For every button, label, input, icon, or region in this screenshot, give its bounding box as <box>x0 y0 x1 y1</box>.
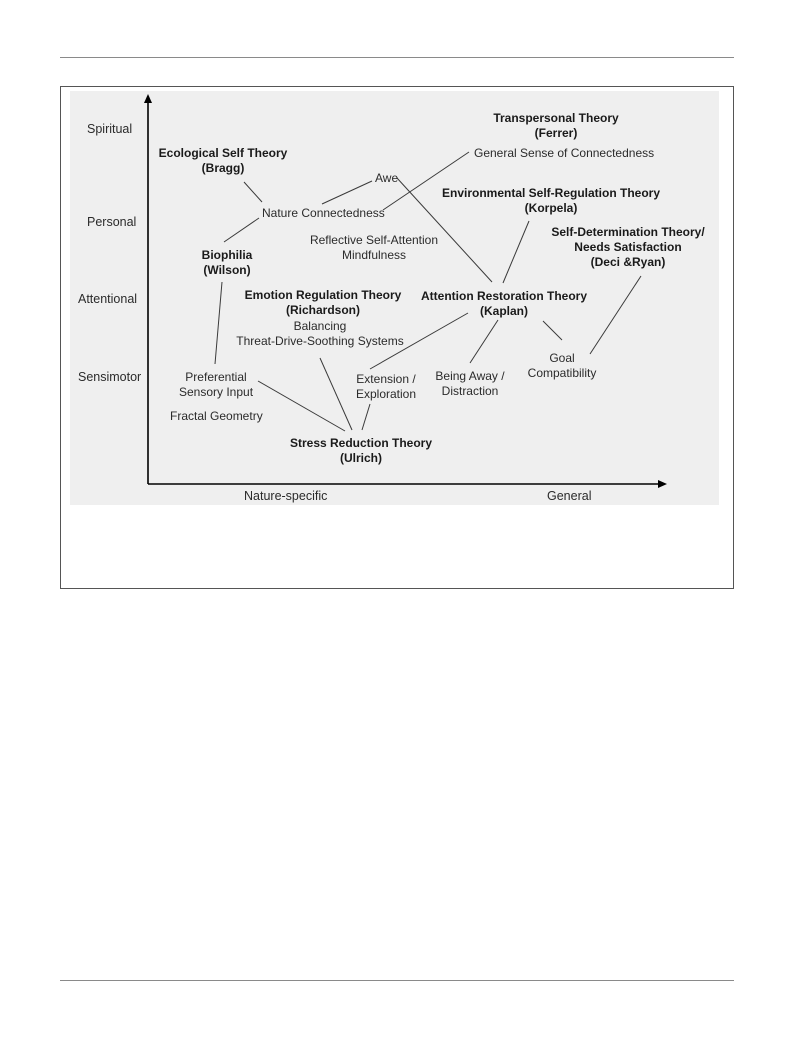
link-connectedness-to-biophilia <box>223 217 260 243</box>
theory-stress-reduction: Stress Reduction Theory (Ulrich) <box>289 436 433 465</box>
concept-balancing: Balancing Threat-Drive-Soothing Systems <box>236 319 404 348</box>
link-biophilia-to-preferential <box>214 281 223 365</box>
theory-emotion-regulation: Emotion Regulation Theory (Richardson) <box>244 288 402 317</box>
concept-nature-connectedness: Nature Connectedness <box>262 206 385 220</box>
concept-preferential-sensory-input: Preferential Sensory Input <box>178 370 254 399</box>
theory-self-determination: Self-Determination Theory/ Needs Satisfa… <box>551 225 705 269</box>
link-attention-restoration-to-extension <box>369 312 469 370</box>
concept-extension-exploration: Extension / Exploration <box>355 372 417 401</box>
theory-transpersonal: Transpersonal Theory (Ferrer) <box>493 111 619 140</box>
x-label-general: General <box>547 489 592 503</box>
link-preferential-to-stress-reduction <box>257 380 346 432</box>
x-label-nature-specific: Nature-specific <box>244 489 328 503</box>
y-level-sensimotor: Sensimotor <box>78 370 142 384</box>
link-connectedness-to-awe <box>321 180 373 205</box>
concept-general-connectedness: General Sense of Connectedness <box>474 146 655 160</box>
concept-being-away-distraction: Being Away / Distraction <box>435 369 505 398</box>
link-extension-to-stress-reduction <box>361 403 371 431</box>
link-ecological-to-connectedness <box>243 181 263 203</box>
page-footer-rule <box>60 980 734 981</box>
concept-goal-compatibility: Goal Compatibility <box>527 351 597 380</box>
theory-environmental-self-regulation: Environmental Self-Regulation Theory (Ko… <box>441 186 661 215</box>
link-awe-to-attention-restoration <box>396 177 493 283</box>
concept-fractal-geometry: Fractal Geometry <box>170 409 263 423</box>
theory-ecological-self: Ecological Self Theory (Bragg) <box>158 146 288 175</box>
link-attention-restoration-to-being-away <box>469 319 499 364</box>
x-axis-arrowhead <box>658 480 667 488</box>
diagram-panel <box>70 91 719 505</box>
theory-biophilia: Biophilia (Wilson) <box>201 248 253 277</box>
link-general-connectedness-to-reflective <box>382 151 470 211</box>
link-self-determination-to-goal <box>589 275 642 355</box>
y-level-attentional: Attentional <box>78 292 138 306</box>
page-header-rule <box>60 57 734 58</box>
concept-reflective-self-attention: Reflective Self-Attention Mindfulness <box>309 233 439 262</box>
y-level-spiritual: Spiritual <box>87 122 133 136</box>
concept-awe: Awe <box>375 171 399 185</box>
link-emotion-regulation-to-stress-reduction <box>319 357 353 431</box>
theory-attention-restoration: Attention Restoration Theory (Kaplan) <box>420 289 588 318</box>
link-attention-restoration-to-goal <box>542 320 563 341</box>
y-level-personal: Personal <box>87 215 137 229</box>
link-env-self-regulation-to-attention-restoration <box>502 220 530 284</box>
y-axis-arrowhead <box>144 94 152 103</box>
